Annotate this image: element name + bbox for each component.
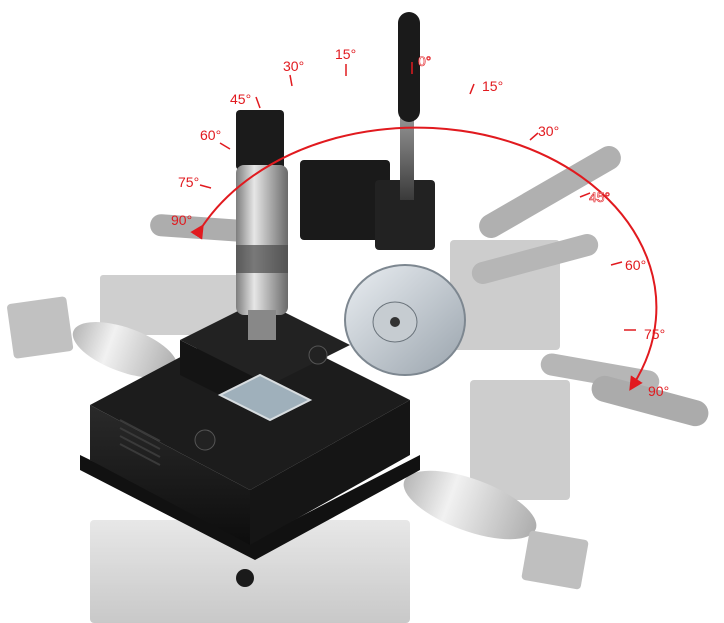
rotation-head — [344, 264, 466, 376]
knob-mid — [308, 345, 328, 365]
label-right-75: 75° — [644, 326, 665, 342]
tick-right-15 — [469, 83, 475, 95]
angle-arc — [190, 126, 658, 391]
arm-support-block — [300, 160, 390, 240]
left-scale: 0° 15° 30° 45° 60° 75° 90° — [171, 46, 432, 228]
right-scale: 15° 30° 45° 60° 75° 90° — [469, 78, 669, 399]
disc-screw — [390, 317, 400, 327]
label-left-75: 75° — [178, 174, 199, 190]
objective — [248, 310, 276, 340]
tick-left-60 — [219, 142, 231, 150]
ghost-handle-45 — [479, 146, 621, 238]
base-side — [250, 400, 410, 545]
focus-ring — [236, 245, 288, 273]
microscope-column — [236, 110, 288, 340]
ghost-left-block — [7, 296, 74, 359]
tilt-arm — [300, 12, 435, 250]
tick-left-45 — [255, 96, 261, 109]
arm-handle — [398, 12, 420, 122]
label-left-45: 45° — [230, 91, 251, 107]
ghost-left-cylinder — [72, 322, 178, 378]
tick-right-30 — [529, 132, 539, 141]
vent-grille — [119, 419, 161, 466]
label-right-90: 90° — [648, 383, 669, 399]
label-left-30: 30° — [283, 58, 304, 74]
label-right-45: 45° — [589, 189, 610, 205]
knob-left — [194, 429, 216, 451]
label-left-15: 15° — [335, 46, 356, 62]
tick-left-30 — [289, 74, 293, 87]
label-right-60: 60° — [625, 257, 646, 273]
label-left-0: 0° — [418, 53, 431, 69]
ghost-right-frame-lower — [470, 380, 570, 500]
label-right-15: 15° — [482, 78, 503, 94]
tick-left-75 — [199, 184, 212, 189]
tick-right-60 — [610, 261, 623, 266]
eyepiece-top — [236, 110, 284, 170]
arm-rod — [400, 110, 414, 200]
base-front — [90, 405, 250, 545]
label-right-30: 30° — [538, 123, 559, 139]
ghost-right-cylinder — [403, 470, 537, 540]
knob-foot — [236, 569, 254, 587]
ghost-right-block — [521, 530, 589, 590]
label-left-90: 90° — [171, 212, 192, 228]
tick-right-45 — [579, 192, 591, 198]
label-left-60: 60° — [200, 127, 221, 143]
arc-line — [190, 126, 658, 391]
eyepiece-tube — [236, 165, 288, 315]
